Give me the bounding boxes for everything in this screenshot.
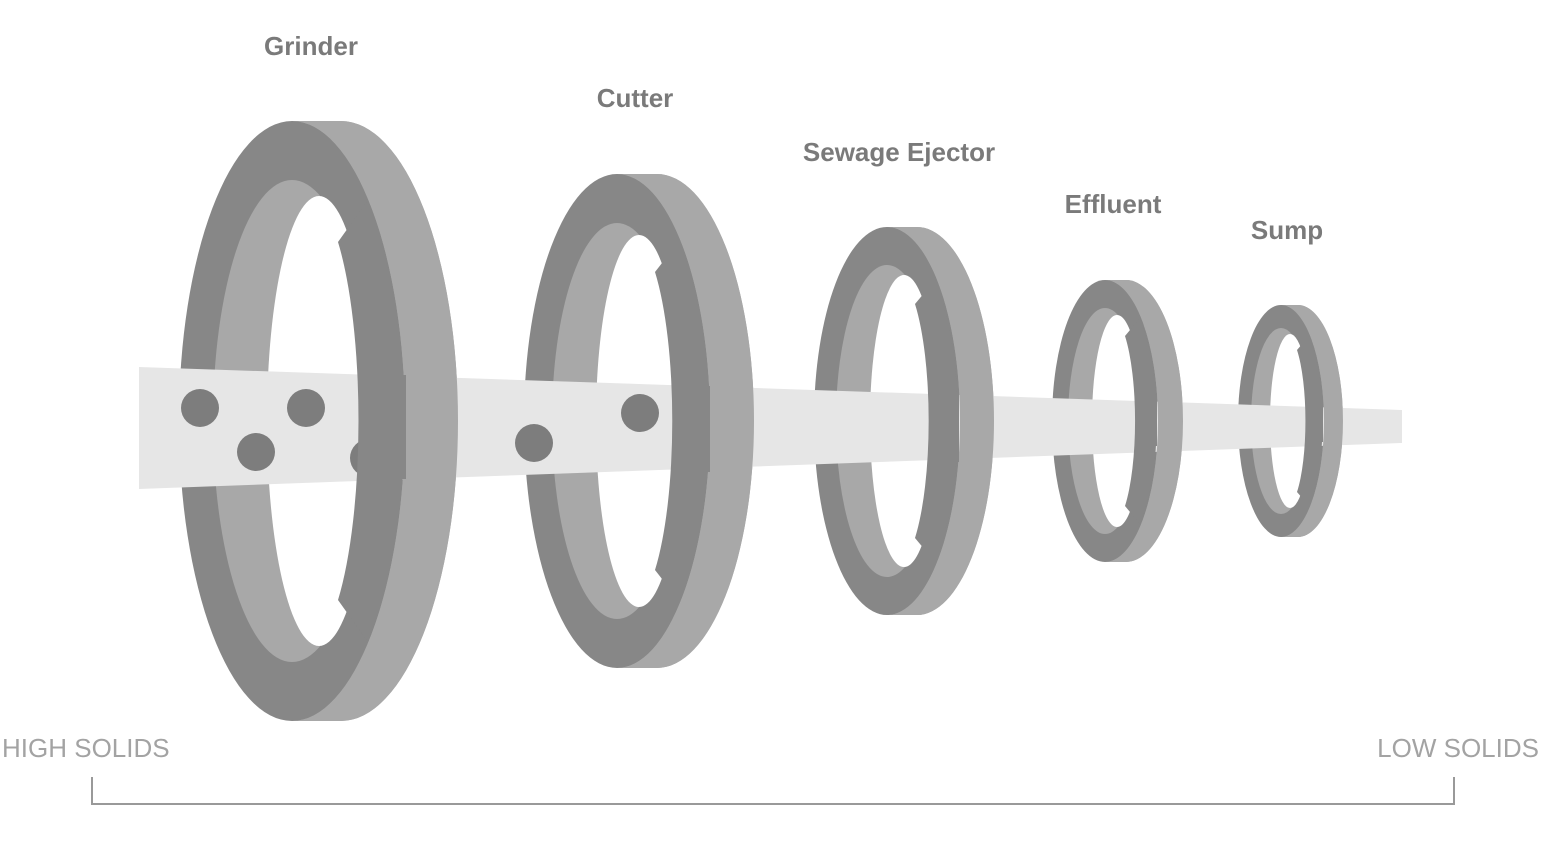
scale-left-label: HIGH SOLIDS <box>2 733 170 763</box>
solid-particle <box>515 424 553 462</box>
scale-right-label: LOW SOLIDS <box>1377 733 1539 763</box>
label-grinder: Grinder <box>264 31 358 61</box>
solid-particle <box>287 389 325 427</box>
ring-cutter-front <box>617 174 754 668</box>
ring-sump-front-band <box>1297 336 1323 506</box>
ring-sewage-ejector-front <box>887 227 994 615</box>
label-cutter: Cutter <box>597 83 674 113</box>
solid-particle <box>237 433 275 471</box>
ring-sump-stream-cover <box>1310 406 1323 442</box>
ring-effluent-stream-cover <box>1142 400 1157 446</box>
ring-sewage-ejector-front-band <box>915 280 958 562</box>
ring-effluent-front <box>1105 280 1183 562</box>
ring-sewage-ejector-stream-cover <box>938 392 959 462</box>
ring-cutter-stream-cover <box>682 386 710 472</box>
rings-front <box>292 121 1343 721</box>
ring-grinder-front <box>292 121 458 721</box>
ring-grinder-stream-cover <box>372 375 406 479</box>
ring-grinder-front-band <box>338 200 405 642</box>
scale-bracket <box>91 777 1455 805</box>
label-sump: Sump <box>1251 215 1323 245</box>
solid-particle <box>181 389 219 427</box>
ring-sump-front <box>1281 305 1343 537</box>
flow-stream <box>139 367 1402 489</box>
solid-particle <box>621 394 659 432</box>
ring-effluent-front-band <box>1125 318 1157 524</box>
label-sewage-ejector: Sewage Ejector <box>803 137 995 167</box>
label-effluent: Effluent <box>1065 189 1162 219</box>
